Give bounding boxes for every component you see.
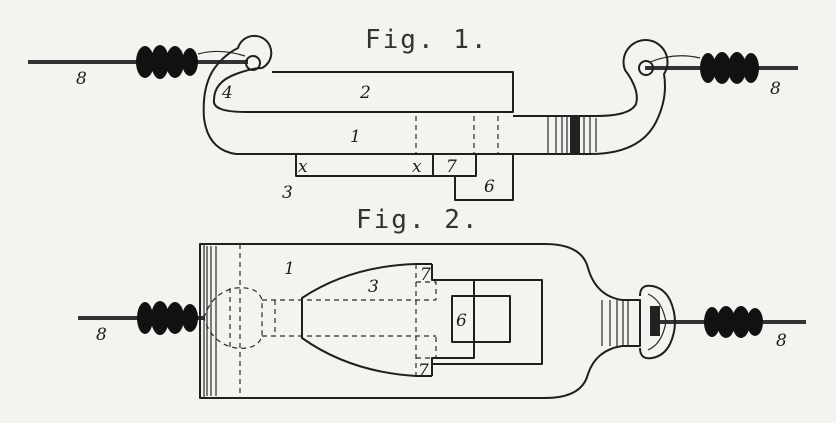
fig1-label-3: 3	[282, 183, 293, 203]
fig2-left-wire	[78, 301, 205, 335]
fig1-label-4: 4	[221, 83, 233, 103]
fig2-label-7-bottom: 7	[418, 361, 429, 381]
fig2-title: Fig. 2.	[356, 205, 480, 235]
fig2-part-6	[451, 295, 511, 343]
fig2-loop	[639, 284, 676, 360]
fig2-left-shading	[203, 244, 217, 398]
fig2-neck-shading	[601, 300, 629, 346]
fig1-label-x-right: x	[412, 157, 422, 177]
fig1-left-wire	[28, 45, 248, 79]
fig1-label-2: 2	[359, 83, 371, 103]
fig2-label-6: 6	[456, 311, 467, 331]
fig2-outer-frame	[416, 263, 543, 377]
fig2-label-7-top: 7	[420, 265, 431, 285]
fig1-left-eyelet	[245, 55, 261, 71]
fig2-body	[199, 243, 641, 399]
fig1-left-coil	[136, 45, 198, 79]
fig2-right-coil	[704, 306, 763, 338]
fig1-title: Fig. 1.	[365, 25, 489, 55]
figure-2: Fig. 2.	[78, 205, 806, 399]
fig1-label-1: 1	[350, 127, 361, 147]
fig2-loop-dark	[650, 306, 660, 336]
fig1-label-6: 6	[484, 177, 495, 197]
fig1-right-eyelet	[638, 60, 654, 76]
fig1-label-7: 7	[446, 157, 457, 177]
fig1-shading	[547, 116, 597, 154]
fig1-right-wire	[645, 52, 798, 84]
fig1-label-8-right: 8	[770, 79, 781, 99]
fig2-label-8-right: 8	[776, 331, 787, 351]
fig2-dashed-eye	[203, 287, 263, 349]
fig1-body	[202, 34, 669, 155]
fig1-right-coil	[700, 52, 759, 84]
fig2-label-8-left: 8	[96, 325, 107, 345]
fig2-right-wire	[660, 306, 806, 338]
fig2-label-3: 3	[368, 277, 379, 297]
fig2-left-coil	[137, 301, 198, 335]
fig2-label-1: 1	[284, 259, 295, 279]
fig1-label-x-left: x	[298, 157, 308, 177]
fig2-part-3	[301, 263, 417, 377]
fig1-part-6	[454, 154, 514, 201]
figure-1: Fig. 1.	[28, 25, 798, 203]
fig1-label-8-left: 8	[76, 69, 87, 89]
